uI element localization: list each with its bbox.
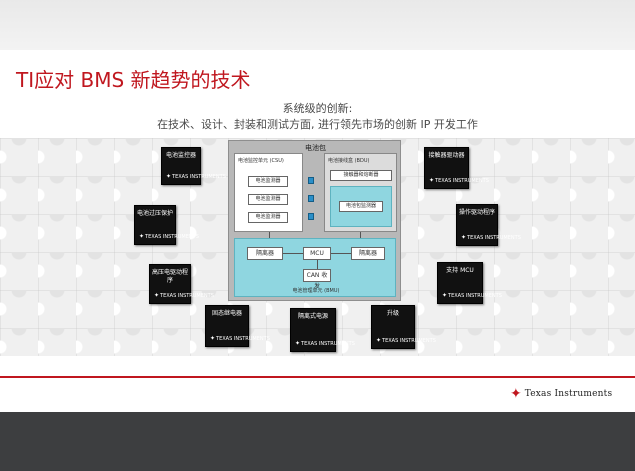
chip-label: 电池监控器 [165,152,196,159]
chip-label: 隔离式电源 [297,313,328,320]
chip-battery-protection: 电池过压保护 ✦TEXAS INSTRUMENTS [134,205,199,245]
connector-line [283,253,303,254]
battery-pack-diagram: 电池包 电池监控单元 (CSU) 电池监测器 电池监测器 电池监测器 电池接线盒… [228,140,401,301]
isolation-connector [308,177,314,184]
connector-line [317,260,318,269]
chip-support-mcu: 支持 MCU ✦TEXAS INSTRUMENTS [437,262,502,304]
ti-chip-logo: ✦TEXAS INSTRUMENTS [154,292,214,299]
slide-title: TI应对 BMS 新趋势的技术 [16,68,251,92]
csu-monitor: 电池监测器 [248,194,288,205]
pack-title: 电池包 [305,144,326,152]
pack-monitor: 电池包监测器 [339,201,383,212]
csu-title: 电池监控单元 (CSU) [238,158,284,164]
ti-company-name: Texas Instruments [524,388,613,399]
chip-contactor-driver: 接触器驱动器 ✦TEXAS INSTRUMENTS [424,147,489,189]
ti-chip-logo: ✦TEXAS INSTRUMENTS [210,335,270,342]
chip-relay-driver: 高压电驱动程序 ✦TEXAS INSTRUMENTS [149,264,214,304]
footer-red-rule [0,376,635,378]
browser-top-band [0,0,635,50]
chip-label: 操作驱动程序 [459,209,496,216]
ti-chip-logo: ✦TEXAS INSTRUMENTS [376,337,436,344]
csu-monitor: 电池监测器 [248,176,288,187]
bdu-monitor-area: 电池包监测器 [330,186,392,227]
chip-label: 高压电驱动程序 [152,269,189,284]
chip-battery-monitor: 电池监控器 ✦TEXAS INSTRUMENTS [161,147,226,185]
mcu-box: MCU [303,247,331,260]
video-bottom-band [0,412,635,471]
isolation-connector [308,213,314,220]
bmu-title: 电池管理单元 (BMU) [292,288,340,294]
texas-instruments-logo: ✦Texas Instruments [510,383,612,403]
ti-state-icon: ✦ [510,385,522,402]
chip-label: 接触器驱动器 [428,152,465,159]
isolation-connector [308,195,314,202]
connector-line [331,253,351,254]
connector-line [360,232,361,238]
chip-isolated-power: 隔离式电源 ✦TEXAS INSTRUMENTS [290,308,355,352]
chip-label: 支持 MCU [446,267,474,274]
chip-label: 电池过压保护 [137,210,174,217]
bdu-contactor-fuse: 接触器和熔断器 [330,170,392,181]
isolator-left: 隔离器 [247,247,283,260]
bdu-title: 电池接线盒 (BDU) [328,158,370,164]
ti-chip-logo: ✦TEXAS INSTRUMENTS [139,233,199,240]
isolator-right: 隔离器 [351,247,385,260]
bmu-block: 隔离器 MCU 隔离器 CAN 收发 电池管理单元 (BMU) [234,238,396,297]
slide-subtitle-line2: 在技术、设计、封装和测试方面, 进行领先市场的创新 IP 开发工作 [157,118,478,131]
connector-line [269,232,270,238]
chip-upgrade: 升级 ✦TEXAS INSTRUMENTS [371,305,436,349]
csu-monitor: 电池监测器 [248,212,288,223]
ti-chip-logo: ✦TEXAS INSTRUMENTS [166,173,226,180]
presentation-slide: TI应对 BMS 新趋势的技术 系统级的创新: 在技术、设计、封装和测试方面, … [0,50,635,412]
ti-chip-logo: ✦TEXAS INSTRUMENTS [295,340,355,347]
chip-fixed-relay: 固态继电器 ✦TEXAS INSTRUMENTS [205,305,270,347]
chip-label: 升级 [386,310,399,317]
bdu-block: 电池接线盒 (BDU) 接触器和熔断器 电池包监测器 [324,153,397,232]
ti-chip-logo: ✦TEXAS INSTRUMENTS [442,292,502,299]
chip-label: 固态继电器 [211,310,242,317]
chip-drive-protection: 操作驱动程序 ✦TEXAS INSTRUMENTS [456,204,521,246]
slide-subtitle-line1: 系统级的创新: [282,102,353,115]
csu-block: 电池监控单元 (CSU) 电池监测器 电池监测器 电池监测器 [234,153,303,232]
can-transceiver: CAN 收发 [303,269,331,290]
ti-chip-logo: ✦TEXAS INSTRUMENTS [429,177,489,184]
ti-chip-logo: ✦TEXAS INSTRUMENTS [461,234,521,241]
